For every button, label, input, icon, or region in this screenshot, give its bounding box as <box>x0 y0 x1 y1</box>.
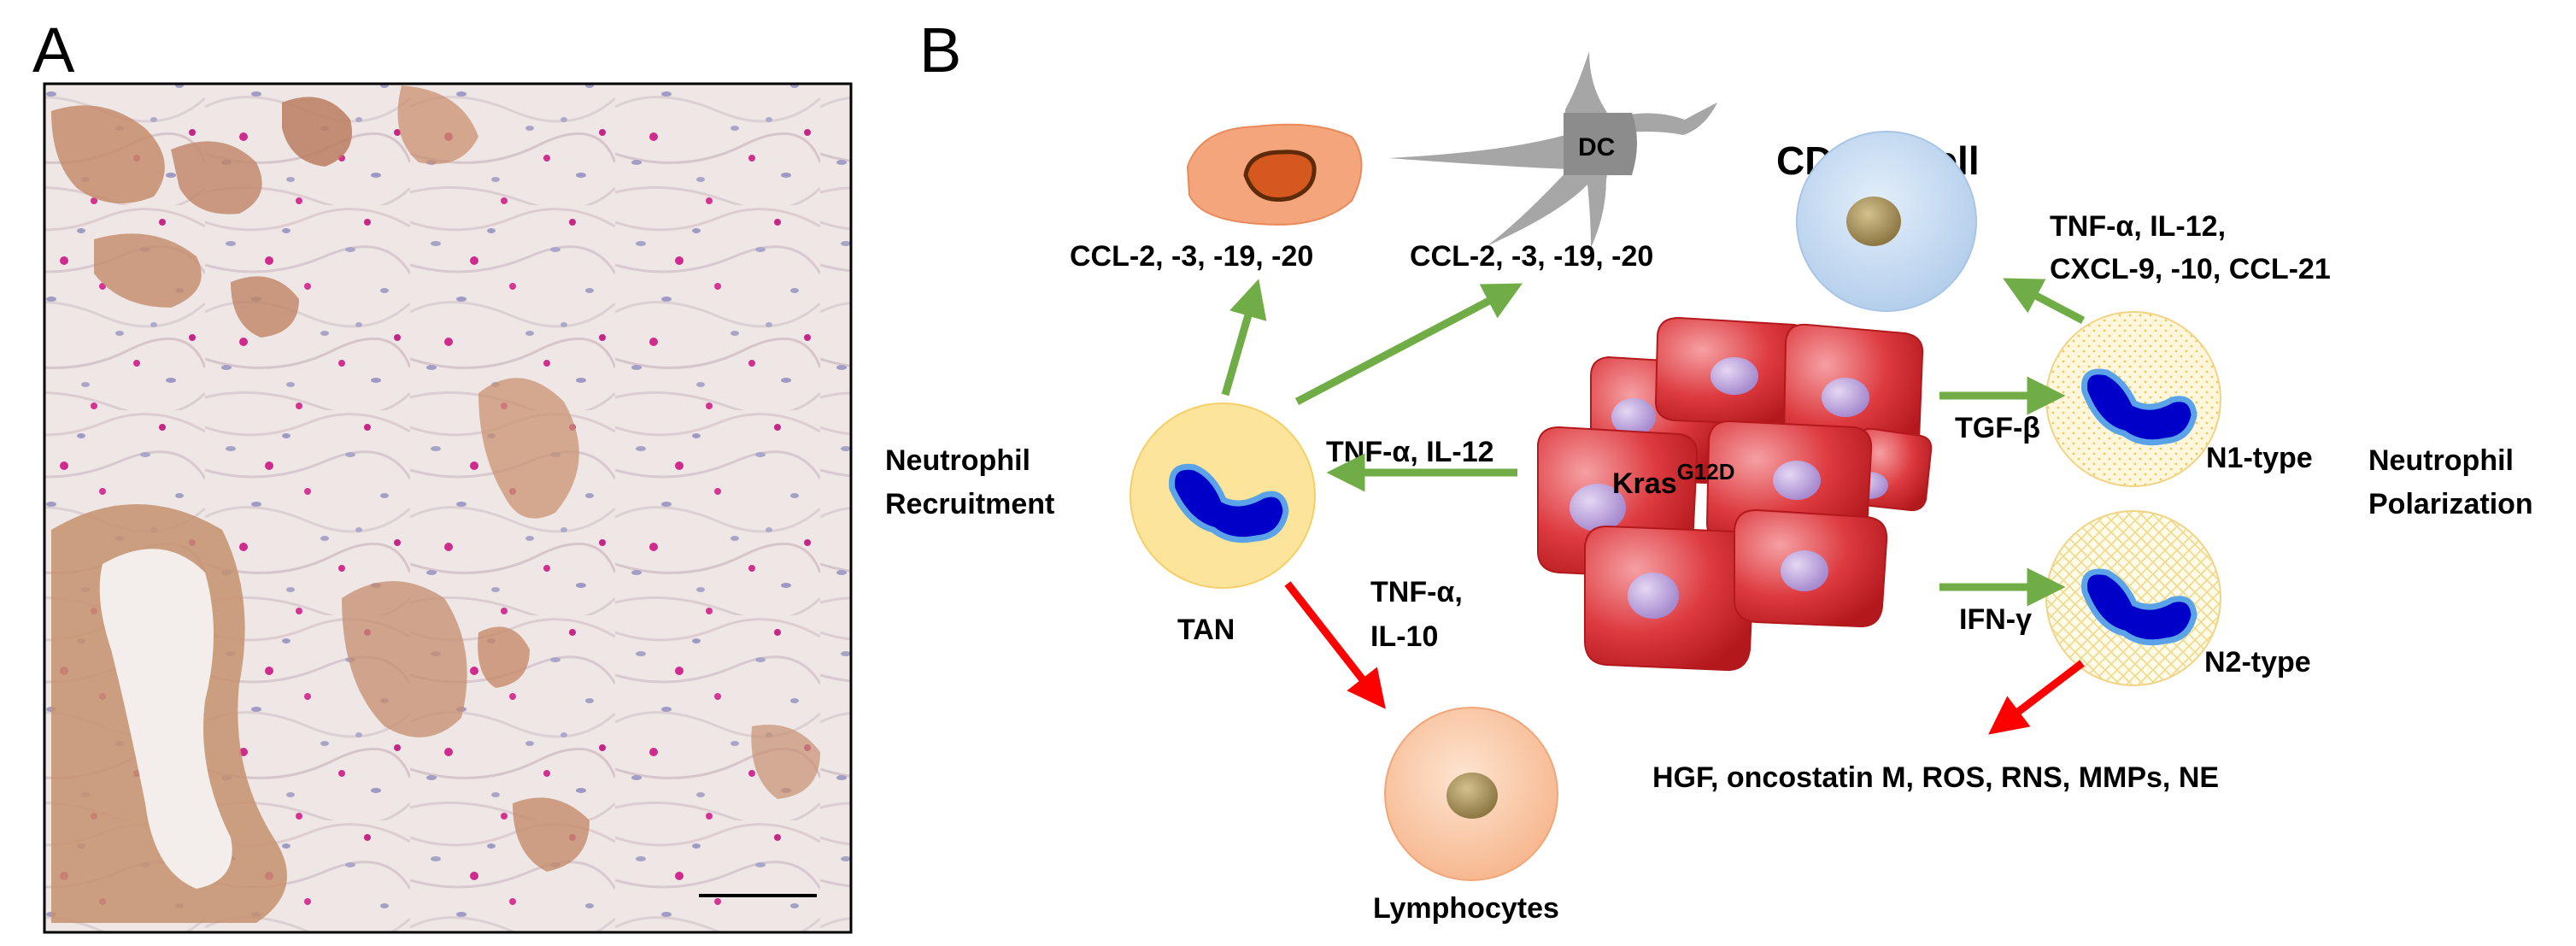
arrow-n2-to-products <box>1988 660 2085 735</box>
polarization-label-line2: Polarization <box>2368 488 2533 520</box>
n1-cytokines-line2: CXCL-9, -10, CCL-21 <box>2050 253 2331 285</box>
kras-label: KrasG12D <box>1612 459 1735 500</box>
red-arrows <box>1284 581 2085 735</box>
recruitment-label-line1: Neutrophil <box>885 444 1030 477</box>
n1-cytokines-line1: TNF-α, IL-12, <box>2050 210 2226 243</box>
panel-b-letter: B <box>919 15 961 85</box>
arrow-tan-to-macrophage <box>1221 279 1267 397</box>
lymphocytes-label: Lymphocytes <box>1373 892 1559 925</box>
macrophage-chemokines-label: CCL-2, -3, -19, -20 <box>1070 240 1313 273</box>
arrow-tan-to-dc <box>1294 283 1523 405</box>
arrow-n1-to-cd8 <box>2003 278 2086 324</box>
tan-label: TAN <box>1177 614 1235 646</box>
cd8-t-cell-icon <box>1796 131 1977 312</box>
arrow-tan-to-lymphocytes <box>1284 581 1386 709</box>
n2-neutrophil-icon <box>2045 510 2221 686</box>
dc-label: DC <box>1578 133 1615 162</box>
histology-micrograph <box>43 82 853 934</box>
tnf-il10-label-line2: IL-10 <box>1370 620 1438 653</box>
lymphocyte-cell-icon <box>1384 707 1558 881</box>
tan-neutrophil-icon <box>1130 402 1316 589</box>
ifn-gamma-label: IFN-γ <box>1959 603 2032 636</box>
green-arrows <box>1221 278 2086 607</box>
macrophage-cell-icon <box>1186 123 1363 226</box>
n1-neutrophil-icon <box>2045 311 2221 487</box>
polarization-label-line1: Neutrophil <box>2368 444 2514 477</box>
n2-products-label: HGF, oncostatin M, ROS, RNS, MMPs, NE <box>1652 761 2219 794</box>
recruitment-label-line2: Recruitment <box>885 488 1054 520</box>
panel-a-letter: A <box>32 15 75 85</box>
tnf-il12-label: TNF-α, IL-12 <box>1326 436 1494 468</box>
tumor-cell-cluster-icon <box>1537 316 1933 672</box>
n1-type-label: N1-type <box>2206 442 2313 474</box>
n2-type-label: N2-type <box>2204 646 2311 679</box>
dendritic-cell-icon <box>1388 51 1717 248</box>
tnf-il10-label-line1: TNF-α, <box>1370 576 1463 608</box>
dc-chemokines-label: CCL-2, -3, -19, -20 <box>1410 240 1653 273</box>
tgf-beta-label: TGF-β <box>1955 412 2040 444</box>
